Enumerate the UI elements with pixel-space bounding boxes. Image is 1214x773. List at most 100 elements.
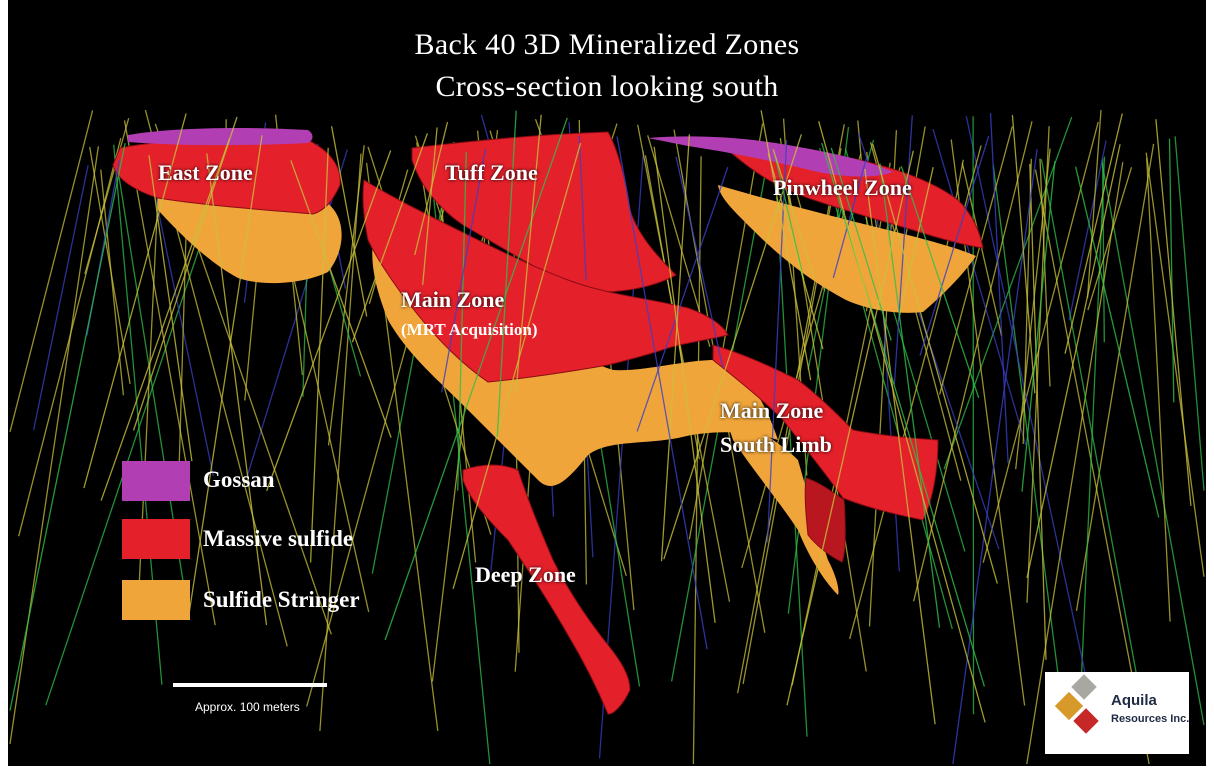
south-limb-massive-sulfide (712, 344, 939, 521)
drillhole-trace (879, 163, 941, 628)
legend-label-gossan: Gossan (203, 467, 275, 492)
label-main-zone-subtitle: (MRT Acquisition) (401, 320, 538, 339)
logo-company-name: Aquila (1111, 692, 1157, 709)
drillhole-trace (1080, 156, 1106, 674)
drillhole-trace (872, 143, 998, 584)
drillhole-trace (1064, 113, 1123, 354)
drillhole-trace (1101, 162, 1205, 726)
south-limb-stringer (723, 410, 839, 595)
drillhole-trace (1026, 162, 1124, 765)
drillhole-trace (83, 113, 187, 489)
drillhole-trace (290, 160, 392, 438)
drillhole-trace (943, 116, 1073, 470)
drillhole-trace (188, 135, 263, 615)
drillhole-trace (496, 110, 517, 437)
label-deep-zone: Deep Zone (475, 562, 576, 587)
drillhole-trace (1145, 152, 1205, 577)
drillhole-trace (1086, 110, 1102, 299)
deep-zone-massive-sulfide (462, 464, 631, 715)
drillhole-trace (1074, 166, 1160, 518)
diagram-title-line-1: Back 40 3D Mineralized Zones (414, 28, 800, 61)
drillhole-trace (422, 127, 438, 285)
logo-company-subtitle: Resources Inc. (1111, 713, 1190, 725)
drillhole-trace (266, 150, 392, 492)
drillhole-trace (653, 146, 716, 623)
drillhole-trace (206, 153, 268, 626)
drillhole-trace (616, 136, 708, 650)
drillhole-trace (9, 146, 100, 744)
drillhole-trace (578, 135, 587, 281)
drillhole-trace (414, 121, 449, 256)
drillhole-trace (897, 167, 934, 322)
label-east-zone: East Zone (158, 160, 253, 185)
drillhole-trace (100, 169, 125, 396)
east-zone-stringer (158, 190, 342, 284)
drillhole-trace (900, 165, 980, 399)
drillhole-trace (1068, 140, 1107, 321)
drillhole-trace (1039, 158, 1051, 387)
drillhole-trace (772, 149, 816, 280)
drillhole-trace (1168, 138, 1175, 403)
drillhole-trace (371, 141, 455, 574)
drillhole-trace (919, 135, 990, 356)
drillholes-foreground (9, 110, 1192, 765)
legend-label-sulfide-stringer: Sulfide Stringer (203, 587, 360, 612)
drillhole-trace (1029, 163, 1047, 660)
drillhole-trace (330, 126, 368, 317)
drillhole-trace (938, 126, 1013, 395)
drillhole-trace (440, 149, 487, 393)
drillhole-trace (989, 113, 1009, 464)
label-south-limb-line-2: South Limb (720, 432, 832, 457)
drillhole-trace (457, 151, 467, 491)
legend-label-massive-sulfide: Massive sulfide (203, 526, 354, 551)
drillhole-trace (636, 166, 729, 432)
drillhole-trace (351, 133, 429, 343)
drillhole-trace (1034, 169, 1150, 765)
drillhole-trace (818, 121, 986, 723)
label-tuff-zone: Tuff Zone (445, 160, 538, 185)
drillhole-trace (9, 110, 94, 432)
drillhole-trace (132, 116, 238, 431)
drillhole-trace (1026, 144, 1121, 579)
diagram-frame: Back 40 3D Mineralized Zones Cross-secti… (8, 0, 1206, 766)
legend-swatch-gossan (122, 461, 190, 501)
drillhole-trace (982, 121, 1099, 563)
drillhole-trace (1087, 167, 1133, 311)
drillhole-trace (1026, 126, 1050, 603)
drillhole-trace (767, 153, 824, 350)
drillhole-trace (32, 165, 89, 431)
drillhole-trace (965, 116, 1092, 700)
drillhole-trace (864, 168, 936, 725)
drillhole-trace (9, 142, 126, 711)
drillhole-trace (1011, 115, 1036, 394)
drillhole-trace (912, 121, 1033, 602)
drillhole-trace (786, 150, 914, 706)
drillhole-trace (692, 156, 702, 765)
drillhole-trace (452, 142, 582, 589)
drillhole-trace (246, 149, 348, 478)
drillhole-trace (309, 147, 329, 563)
mineral-zones-3d-view (9, 109, 1205, 765)
drillhole-trace (1146, 158, 1171, 622)
drillhole-trace (1174, 136, 1205, 491)
drillhole-trace (515, 114, 542, 392)
east-zone-gossan (128, 127, 313, 146)
drillhole-trace (992, 164, 1069, 754)
legend-swatch-sulfide-stringer (122, 580, 190, 620)
drillhole-trace (1075, 143, 1155, 612)
scale-bar-label: Approx. 100 meters (195, 700, 300, 714)
drillhole-trace (821, 142, 986, 687)
diagram-title-line-2: Cross-section looking south (435, 70, 779, 103)
aquila-logo-diamonds-icon (1054, 674, 1099, 734)
aquila-logo: Aquila Resources Inc. (1045, 672, 1189, 754)
scale-bar (173, 683, 327, 687)
drillhole-trace (832, 157, 868, 279)
drillhole-trace (148, 155, 193, 462)
label-main-zone: Main Zone (401, 287, 505, 312)
drillhole-trace (1021, 161, 1056, 492)
drillhole-trace (760, 110, 812, 381)
drillhole-trace (675, 156, 724, 369)
label-south-limb-line-1: Main Zone (720, 398, 824, 423)
legend-swatch-massive-sulfide (122, 519, 190, 559)
drillhole-trace (1155, 119, 1192, 506)
